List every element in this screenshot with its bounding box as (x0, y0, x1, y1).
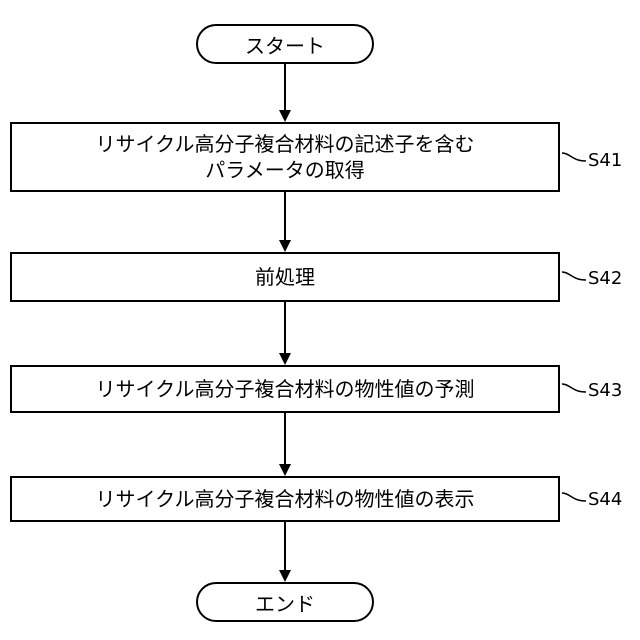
step-id-s41: S41 (588, 150, 622, 171)
step-id-s44: S44 (588, 489, 622, 510)
connector-s43-s44 (284, 413, 286, 468)
start-terminal: スタート (196, 24, 374, 64)
connector-s44-end (284, 522, 286, 572)
arrowhead-s41 (279, 110, 291, 122)
step-id-s43: S43 (588, 380, 622, 401)
step-id-s42: S42 (588, 268, 622, 289)
start-label: スタート (245, 30, 325, 59)
end-label: エンド (255, 588, 315, 617)
step-s44-text: リサイクル高分子複合材料の物性値の表示 (96, 486, 475, 512)
leader-line-s44 (560, 485, 590, 515)
process-step-s43: リサイクル高分子複合材料の物性値の予測 (10, 365, 560, 413)
leader-line-s42 (560, 264, 590, 294)
process-step-s41: リサイクル高分子複合材料の記述子を含む パラメータの取得 (10, 122, 560, 192)
leader-line-s41 (560, 145, 590, 175)
leader-line-s43 (560, 376, 590, 406)
step-s43-text: リサイクル高分子複合材料の物性値の予測 (96, 376, 475, 402)
end-terminal: エンド (196, 582, 374, 622)
step-s41-text-line1: リサイクル高分子複合材料の記述子を含む (96, 131, 475, 157)
process-step-s44: リサイクル高分子複合材料の物性値の表示 (10, 476, 560, 522)
arrowhead-s42 (279, 240, 291, 252)
step-s41-text-line2: パラメータの取得 (96, 157, 475, 183)
connector-start-s41 (284, 64, 286, 114)
process-step-s42: 前処理 (10, 252, 560, 302)
arrowhead-s43 (279, 353, 291, 365)
arrowhead-end (279, 570, 291, 582)
connector-s42-s43 (284, 302, 286, 357)
step-s42-text: 前処理 (255, 264, 315, 290)
arrowhead-s44 (279, 464, 291, 476)
connector-s41-s42 (284, 192, 286, 242)
